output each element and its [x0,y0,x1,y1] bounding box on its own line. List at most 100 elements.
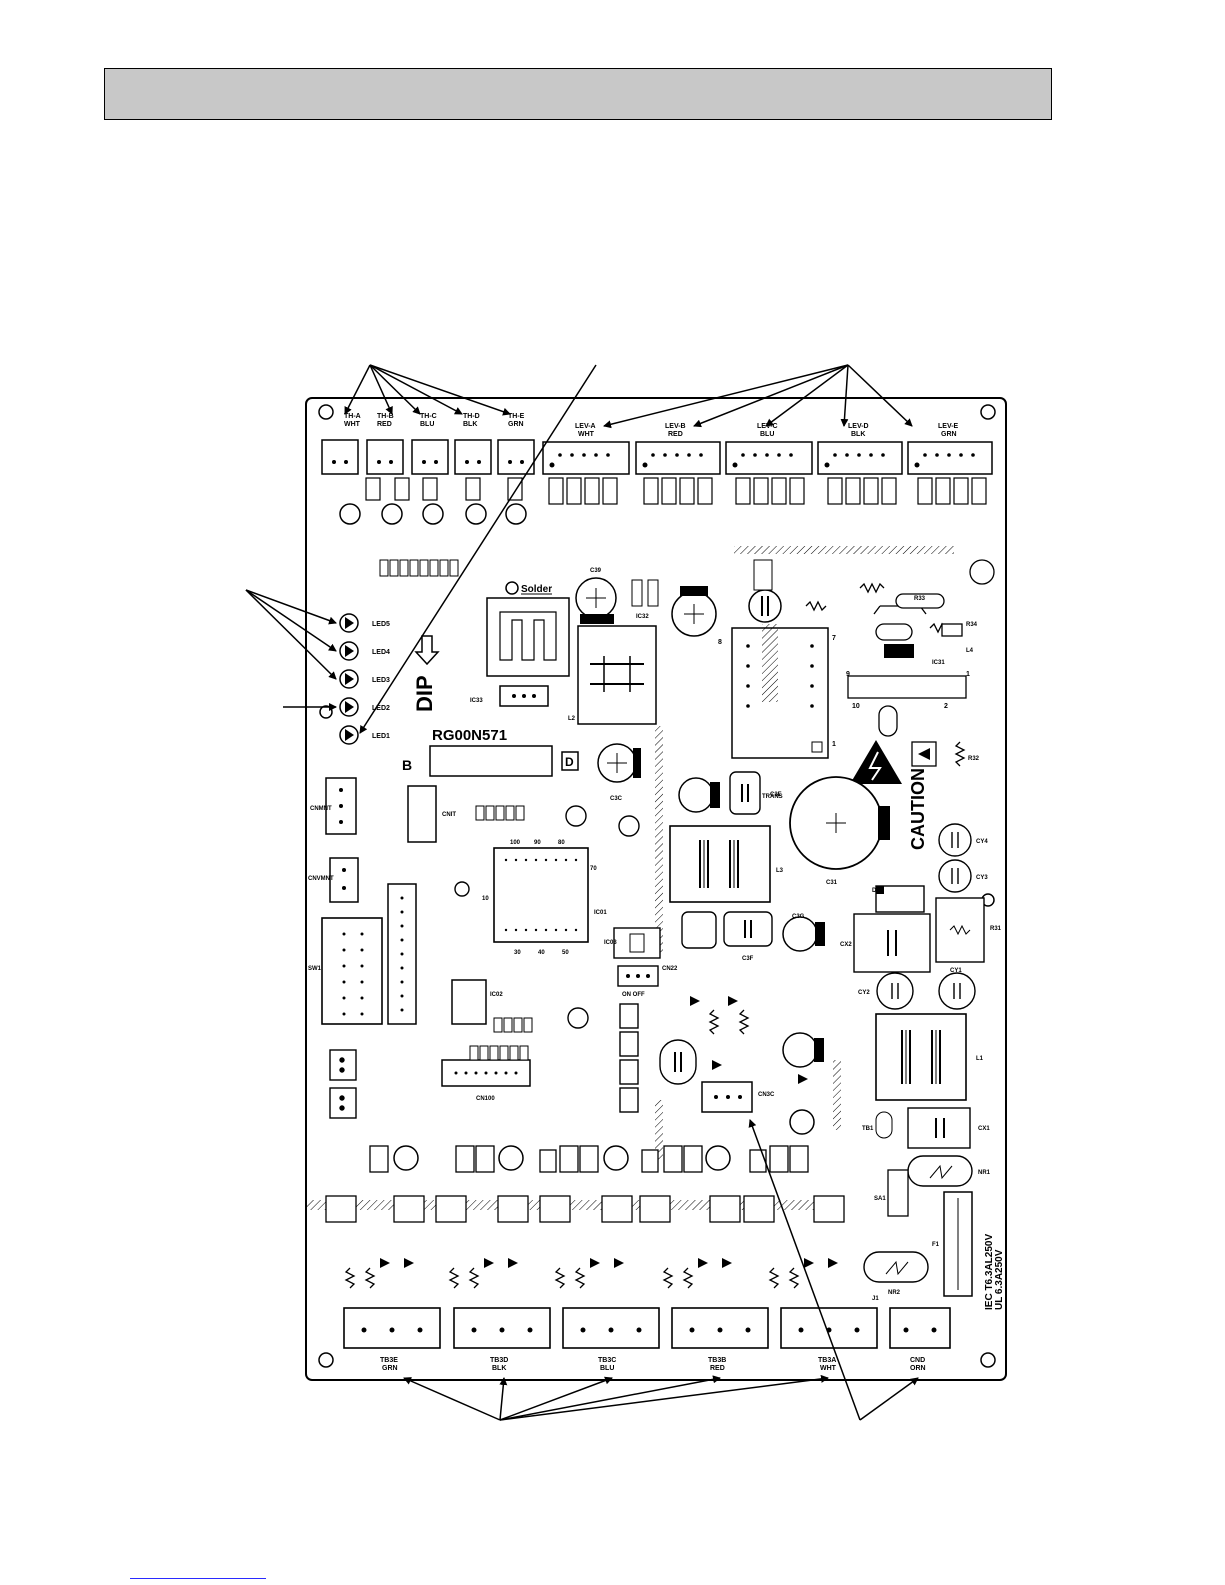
svg-text:BLK: BLK [851,431,865,438]
cx2-capacitor: CX2 [840,913,931,973]
svg-text:UL 6.3A250V: UL 6.3A250V [994,1249,1005,1310]
dip-marker: DIP [412,635,440,712]
svg-text:100: 100 [510,840,521,846]
svg-text:NR2: NR2 [888,1290,901,1296]
svg-text:IC02: IC02 [490,992,503,998]
svg-text:C31: C31 [826,880,838,886]
svg-text:TB3D: TB3D [490,1357,508,1364]
isolation-boundaries [306,546,954,1210]
l4-inductor: L4 [966,648,974,654]
svg-text:C3F: C3F [742,956,754,962]
svg-text:GRN: GRN [508,421,524,428]
j1-label: J1 [872,1296,879,1302]
right-top-components [805,559,995,637]
svg-text:CAUTION: CAUTION [908,768,928,850]
c39-capacitor: C39 [575,568,617,624]
svg-text:IEC T6.3AL250V: IEC T6.3AL250V [984,1234,995,1310]
svg-text:70: 70 [590,866,597,872]
resistor-banks [469,805,533,1061]
svg-text:30: 30 [514,950,521,956]
svg-text:CNIT: CNIT [442,812,456,818]
svg-text:SA1: SA1 [874,1196,886,1202]
r31-resistor: R31 [935,897,1002,963]
c3e-capacitor: C3E [729,771,782,815]
c32-capacitor [878,705,898,737]
c22-capacitor [659,1039,697,1085]
ic03-chip: IC03 [604,927,661,959]
svg-text:CN22: CN22 [662,966,678,972]
ic32-chip: IC32 [631,579,659,620]
cnit-connector [387,883,417,1025]
led-column: LED5 LED4 LED3 LED2 LED1 [339,613,390,745]
bottom-caps-row [393,1109,815,1171]
svg-text:1: 1 [832,741,836,748]
svg-text:40: 40 [538,950,545,956]
svg-text:DS1: DS1 [872,888,884,894]
svg-text:TB3E: TB3E [380,1357,398,1364]
svg-text:TH-C: TH-C [420,413,437,420]
ds1-rectifier: DS1 [872,888,884,894]
svg-text:9: 9 [846,671,850,678]
svg-text:BLK: BLK [492,1365,506,1372]
svg-text:C3G: C3G [792,914,805,920]
svg-text:7: 7 [832,635,836,642]
svg-text:NR1: NR1 [978,1170,991,1176]
callout-arrows [245,364,919,1421]
ic31-optocoupler: 9 10 1 2 IC31 [846,660,970,710]
svg-text:IC01: IC01 [594,910,607,916]
svg-text:TB3A: TB3A [818,1357,836,1364]
r33-resistor: R33 [914,596,926,602]
c3g-capacitor: C3G [782,914,825,952]
svg-text:C3C: C3C [610,796,623,802]
bottom-components-row [325,1145,845,1223]
zd31-zener [911,741,937,767]
r34-resistor: R34 [966,622,978,628]
cnvmnt-connector: CNVMNT [308,857,359,903]
cy3-label: CY3 [976,875,988,881]
svg-text:RG00N571: RG00N571 [432,727,507,744]
part-number-strip: B RG00N571 D [402,727,579,777]
resistor-array [379,559,459,577]
cy2-label: CY2 [858,990,870,996]
ic01-microcontroller: 100 90 80 30 40 50 10 70 IC01 [482,840,607,956]
top-component-row [365,477,987,505]
ic02-chip: IC02 [451,979,503,1025]
led2: LED2 [339,697,390,717]
svg-text:WHT: WHT [820,1365,837,1372]
footer-link-underline[interactable] [130,1578,266,1579]
svg-text:IC03: IC03 [604,940,617,946]
svg-text:IC33: IC33 [470,698,483,704]
mounting-holes [318,404,996,1368]
cx1-capacitor: CX1 [907,1107,990,1149]
svg-text:RED: RED [668,431,683,438]
diodes-center [690,996,808,1084]
svg-text:R33: R33 [914,596,926,602]
cap-row-top [339,503,527,525]
svg-text:CND: CND [910,1357,925,1364]
svg-text:DIP: DIP [412,675,437,712]
c3f-capacitor: C3F [723,911,773,962]
svg-text:TB1: TB1 [862,1126,874,1132]
svg-text:TRANS: TRANS [762,794,783,800]
svg-text:R32: R32 [968,756,980,762]
svg-text:Solder: Solder [521,584,552,595]
svg-text:10: 10 [482,896,489,902]
l1-choke: L1 [875,1013,984,1101]
svg-text:TH-A: TH-A [344,413,361,420]
svg-text:LEV-E: LEV-E [938,423,959,430]
sa1-arrester: SA1 [874,1169,909,1217]
svg-text:LED3: LED3 [372,677,390,684]
svg-text:C3E: C3E [770,792,782,798]
svg-text:WHT: WHT [344,421,361,428]
r32-resistor: R32 [954,741,980,767]
small-caps-center [454,805,640,1029]
relay-marker [876,886,884,894]
cy1-label: CY1 [950,968,962,974]
